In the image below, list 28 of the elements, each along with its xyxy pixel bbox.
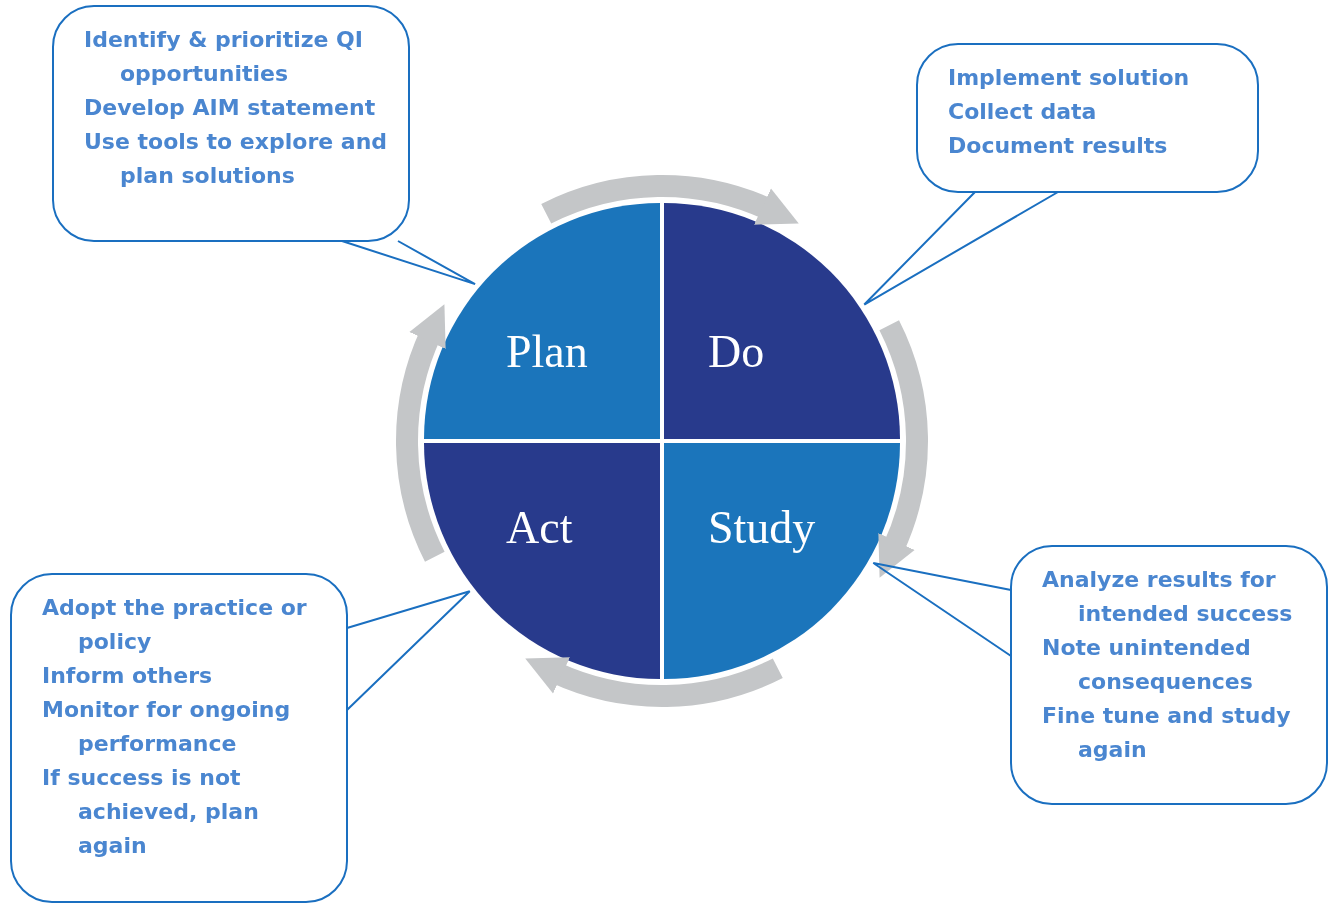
bullet-text: Use tools to explore and plan solutions xyxy=(84,128,388,190)
speech-bubble xyxy=(10,573,348,903)
quadrant-label: Study xyxy=(708,501,816,554)
bullet-text: Monitor for ongoing performance xyxy=(42,696,292,758)
bullet-text: Analyze results for intended success xyxy=(1042,566,1294,628)
callout-tail xyxy=(872,562,1012,657)
bullet-text: Document results xyxy=(948,132,1169,160)
bullet-text: Note unintended consequences xyxy=(1042,634,1254,696)
quadrant-label: Plan xyxy=(506,325,588,378)
cycle-arrow xyxy=(877,320,928,579)
callout-tail xyxy=(863,191,1059,306)
bullet-text: Identify & prioritize QI opportunities xyxy=(84,26,364,88)
callout-tail xyxy=(341,240,477,286)
bullet-text: Fine tune and study again xyxy=(1042,702,1292,764)
speech-bubble xyxy=(1010,545,1328,805)
bullet-text: Implement solution xyxy=(948,64,1191,92)
cycle-arrow xyxy=(524,656,783,707)
quadrant-label: Do xyxy=(708,325,765,378)
quadrant-label: Act xyxy=(506,501,573,554)
speech-bubble xyxy=(52,5,410,242)
bullet-text: Inform others xyxy=(42,662,214,690)
callout-tail xyxy=(346,590,471,711)
cycle-arrow xyxy=(541,175,800,226)
bullet-text: Adopt the practice or policy xyxy=(42,594,308,656)
bullet-text: Collect data xyxy=(948,98,1098,126)
speech-bubble xyxy=(916,43,1259,193)
bullet-text: If success is not achieved, plan again xyxy=(42,764,260,860)
bullet-text: Develop AIM statement xyxy=(84,94,377,122)
